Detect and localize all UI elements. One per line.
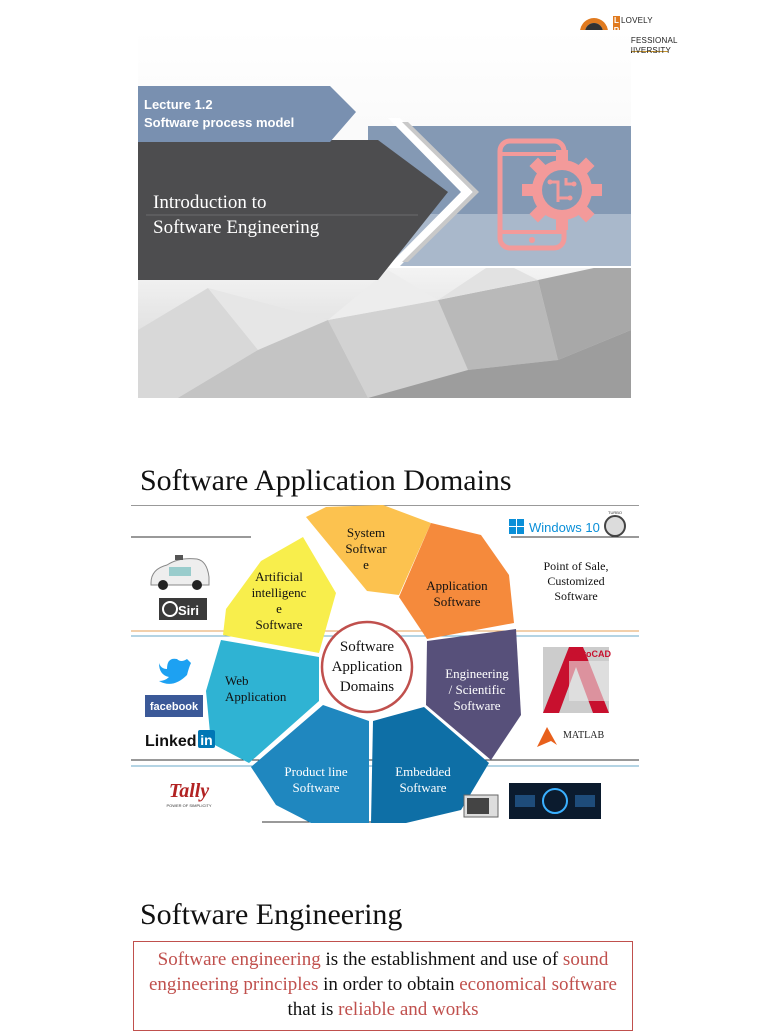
matlab-label: MATLAB <box>563 730 604 741</box>
segment-engineering-software <box>426 629 521 760</box>
web-line-1: Web <box>225 673 249 688</box>
domains-heading: Software Application Domains <box>140 464 512 497</box>
tally-tagline: POWER OF SIMPLICITY <box>166 803 211 808</box>
segment-label-embedded: Embedded Software <box>383 764 463 796</box>
lecture-label: Lecture 1.2 Software process model <box>144 96 294 132</box>
def-part-2: is the establishment and use of <box>320 949 563 970</box>
def-part-7: reliable and works <box>338 999 479 1020</box>
slide-title-line-1: Introduction to <box>153 192 267 213</box>
center-label: Software Application Domains <box>320 637 414 697</box>
web-line-2: Application <box>225 689 287 704</box>
segment-label-product-line: Product line Software <box>271 764 361 796</box>
def-part-1: Software engineering <box>157 949 321 970</box>
windows-icon <box>509 519 524 534</box>
slide-title: Introduction to Software Engineering <box>153 190 319 240</box>
point-of-sale-text: Point of Sale, Customized Software <box>529 559 623 604</box>
product-line-line-2: Software <box>292 780 340 795</box>
center-line-1: Software <box>339 639 395 655</box>
title-slide-background <box>138 30 631 398</box>
segment-label-application: Application Software <box>417 578 497 610</box>
application-line-2: Software <box>433 594 481 609</box>
domains-diagram: Siri facebook Linked in Tally POWER OF S… <box>131 505 639 827</box>
siri-label: Siri <box>178 603 199 618</box>
matlab-icon <box>537 727 557 747</box>
twitter-icon <box>159 658 191 684</box>
facebook-label: facebook <box>150 701 199 713</box>
logo-line-1: LOVELY <box>621 16 653 25</box>
segment-system-software <box>306 505 431 595</box>
logo-line-2: PROFESSIONAL <box>613 36 678 45</box>
microwave-icon <box>463 794 499 818</box>
center-line-3: Domains <box>339 679 395 695</box>
embedded-line-2: Software <box>399 780 447 795</box>
domains-wheel: Siri facebook Linked in Tally POWER OF S… <box>131 505 639 823</box>
windows-label: Windows 10 <box>529 520 600 535</box>
application-line-1: Application <box>426 578 488 593</box>
system-line-3: e <box>363 557 369 572</box>
segment-web-application <box>206 640 319 763</box>
slide-title-line-2: Software Engineering <box>153 217 320 238</box>
segment-label-ai: Artificial intelligenc e Software <box>239 569 319 633</box>
title-slide: Lecture 1.2 Software process model Intro… <box>138 30 631 398</box>
pos-line-1: Point of Sale, <box>543 559 609 573</box>
autocad-icon <box>543 647 609 713</box>
linkedin-in-badge <box>198 730 215 748</box>
segment-product-line-software <box>251 705 369 823</box>
ai-line-2: intelligenc <box>251 585 307 600</box>
phone-gear-icon <box>497 138 602 251</box>
segment-label-system: System Softwar e <box>331 525 401 573</box>
definition-text: Software engineering is the establishmen… <box>134 942 632 1022</box>
lecture-topic: Software process model <box>144 115 295 130</box>
car-dashboard-icon <box>509 783 601 819</box>
self-driving-car-icon <box>150 555 210 590</box>
autocad-label: AutoCAD <box>571 649 611 659</box>
def-part-6: that is <box>287 999 339 1020</box>
software-engineering-heading: Software Engineering <box>140 898 403 931</box>
system-line-2: Softwar <box>345 541 387 556</box>
engineering-line-2: / Scientific <box>448 682 506 697</box>
engineering-line-1: Engineering <box>445 666 509 681</box>
turbo-label: TURBO <box>608 510 622 515</box>
segment-label-web: Web Application <box>225 673 305 705</box>
turbo-cpp-icon <box>604 515 626 537</box>
pos-line-3: Software <box>554 589 598 603</box>
tally-logo: Tally <box>169 780 209 802</box>
facebook-logo <box>145 695 203 717</box>
lecture-number: Lecture 1.2 <box>144 97 213 112</box>
pos-line-2: Customized <box>547 574 605 588</box>
segment-artificial-intelligence <box>223 537 336 653</box>
segment-application-software <box>399 523 514 639</box>
def-part-5: economical software <box>459 974 617 995</box>
ai-line-3: e <box>276 601 282 616</box>
def-part-3: sound engineering principles <box>149 949 609 995</box>
ai-line-1: Artificial <box>255 569 303 584</box>
linkedin-label: Linked <box>145 733 197 750</box>
center-line-2: Application <box>331 659 403 675</box>
segment-label-engineering: Engineering / Scientific Software <box>431 666 523 714</box>
logo-line-3: UNIVERSITY <box>621 46 672 55</box>
def-part-4: in order to obtain <box>318 974 460 995</box>
siri-logo <box>159 598 207 620</box>
system-line-1: System <box>346 525 386 540</box>
product-line-line-1: Product line <box>284 764 348 779</box>
engineering-line-3: Software <box>453 698 501 713</box>
embedded-line-1: Embedded <box>395 764 451 779</box>
definition-box: Software engineering is the establishmen… <box>133 941 633 1031</box>
linkedin-in-label: in <box>200 732 212 748</box>
ai-line-4: Software <box>255 617 303 632</box>
segment-embedded-software <box>371 707 489 823</box>
